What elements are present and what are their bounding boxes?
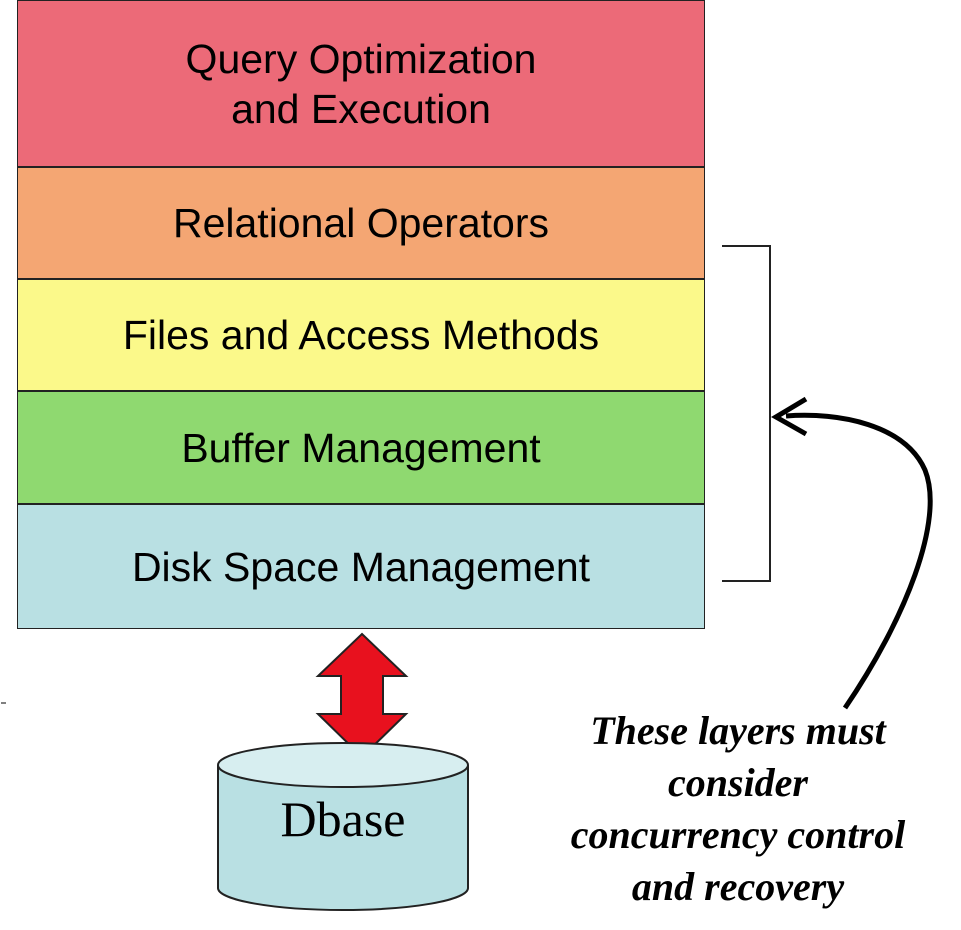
note-line: consider [668,760,808,805]
layer-buffer-management: Buffer Management [17,391,705,504]
layer-query-optimization: Query Optimization and Execution [17,0,705,167]
cylinder-top [217,742,469,788]
database-cylinder [217,742,469,911]
layer-label: Relational Operators [172,200,550,246]
curved-arrow [785,412,933,710]
layer-label-line: Query Optimization [185,35,537,82]
layer-label-line: and Execution [231,85,491,132]
layer-files-access-methods: Files and Access Methods [17,279,705,391]
database-label: Dbase [280,791,406,847]
note-line: and recovery [631,864,845,909]
layer-label: Buffer Management [181,424,541,471]
concurrency-note: These layers must consider concurrency c… [520,705,956,913]
layer-label: Files and Access Methods [122,312,600,358]
curved-arrow-head [771,396,808,437]
cylinder-body [217,765,469,911]
layer-relational-operators: Relational Operators [17,167,705,279]
layer-bracket [722,245,771,582]
layer-disk-space-management: Disk Space Management [17,504,705,629]
layer-label: Disk Space Management [131,543,591,590]
note-line: These layers must [590,708,886,753]
note-line: concurrency control [570,812,906,857]
double-arrow [315,632,409,759]
